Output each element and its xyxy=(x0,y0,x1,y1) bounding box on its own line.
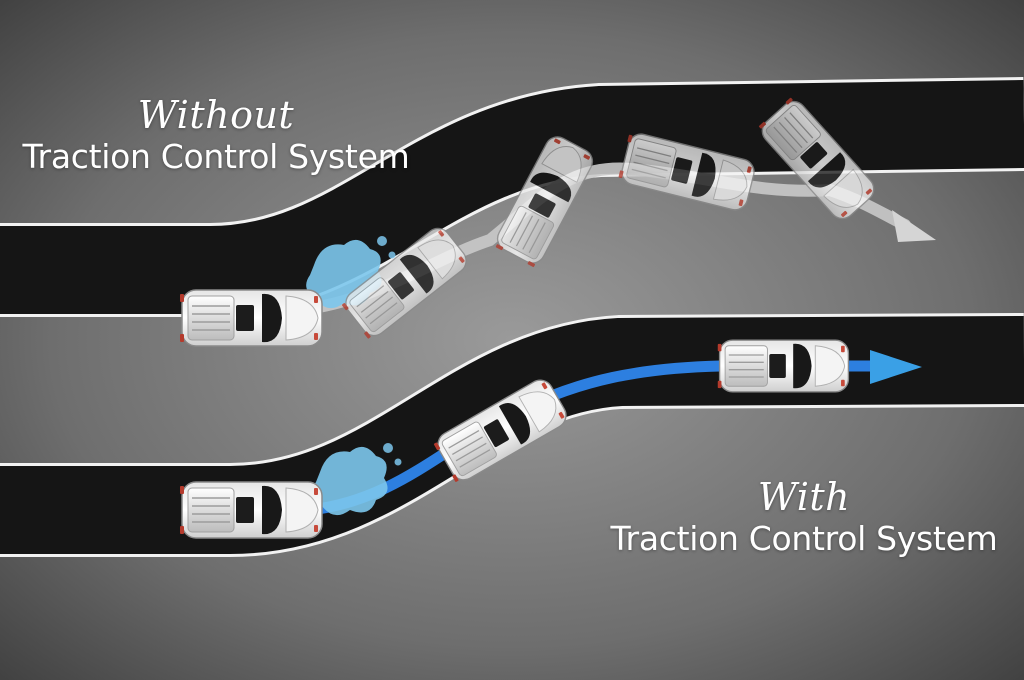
caption-with-tcs: With Traction Control System xyxy=(594,475,1014,558)
suv-top-view-icon xyxy=(717,339,850,393)
arrow-right-icon xyxy=(870,350,922,384)
caption-without-emphasis: Without xyxy=(137,93,295,137)
caption-without-label: Traction Control System xyxy=(22,136,410,176)
caption-with-emphasis: With xyxy=(757,475,851,519)
caption-without-tcs: Without Traction Control System xyxy=(6,93,426,176)
caption-with-label: Traction Control System xyxy=(610,518,998,558)
skid-arrow-icon xyxy=(892,210,936,242)
suv-top-view-icon xyxy=(179,481,323,539)
road-without-tcs xyxy=(0,77,1024,317)
suv-top-view-icon xyxy=(179,289,323,347)
